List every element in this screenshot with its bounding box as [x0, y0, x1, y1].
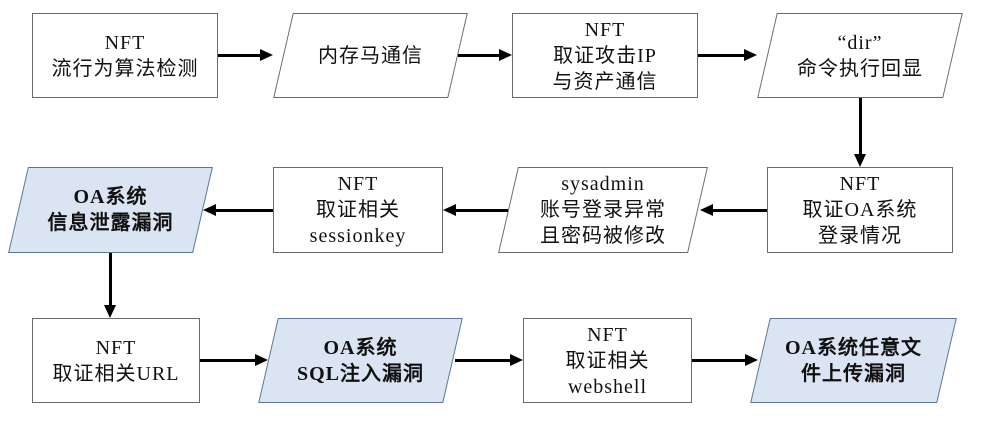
node-line: NFT	[104, 31, 146, 54]
node-line: 取证相关	[316, 199, 400, 221]
node-line: 信息泄露漏洞	[47, 212, 174, 234]
node-label: “dir” 命令执行回显	[757, 13, 963, 98]
node-line: 取证OA系统	[802, 199, 918, 221]
node-label: NFT 取证攻击IP 与资产通信	[513, 14, 697, 97]
node-sysadmin-anomaly: sysadmin 账号登录异常 且密码被修改	[498, 167, 708, 253]
node-line: sessionkey	[309, 225, 407, 247]
node-line: 命令执行回显	[797, 57, 923, 80]
node-memory-shell-communication: 内存马通信	[273, 13, 468, 98]
node-line: 取证相关	[565, 349, 650, 372]
node-line: 内存马通信	[318, 44, 423, 67]
node-line: 件上传漏洞	[801, 362, 906, 385]
node-line: webshell	[567, 375, 648, 398]
node-line: 与资产通信	[552, 70, 658, 93]
node-label: NFT 取证相关 webshell	[524, 319, 691, 402]
node-dir-command-echo: “dir” 命令执行回显	[757, 13, 963, 98]
node-label: 内存马通信	[273, 13, 468, 98]
node-line: OA系统任意文	[785, 336, 922, 359]
node-oa-file-upload: OA系统任意文 件上传漏洞	[750, 318, 957, 403]
node-line: 取证相关URL	[52, 362, 180, 385]
node-label: NFT 取证相关URL	[33, 319, 199, 402]
node-label: NFT 流行为算法检测	[33, 14, 217, 97]
node-line: NFT	[337, 173, 379, 195]
node-label: OA系统 信息泄露漏洞	[8, 167, 213, 253]
node-line: NFT	[95, 336, 137, 359]
node-oa-sql-injection: OA系统 SQL注入漏洞	[258, 318, 463, 403]
node-label: NFT 取证OA系统 登录情况	[768, 168, 952, 252]
node-line: sysadmin	[561, 173, 645, 195]
node-line: NFT	[839, 173, 881, 195]
node-line: NFT	[584, 18, 626, 41]
node-label: sysadmin 账号登录异常 且密码被修改	[498, 167, 708, 253]
node-nft-sessionkey: NFT 取证相关 sessionkey	[273, 167, 443, 253]
node-line: NFT	[587, 323, 628, 346]
node-label: OA系统任意文 件上传漏洞	[750, 318, 957, 403]
node-line: OA系统	[73, 186, 148, 208]
node-nft-oa-login: NFT 取证OA系统 登录情况	[767, 167, 953, 253]
node-nft-webshell: NFT 取证相关 webshell	[523, 318, 692, 403]
node-label: NFT 取证相关 sessionkey	[274, 168, 442, 252]
node-line: “dir”	[837, 31, 883, 54]
node-line: 取证攻击IP	[553, 44, 657, 67]
node-line: SQL注入漏洞	[296, 362, 425, 385]
node-line: 账号登录异常	[540, 199, 666, 221]
node-nft-url: NFT 取证相关URL	[32, 318, 200, 403]
node-nft-behavior-detection: NFT 流行为算法检测	[32, 13, 218, 98]
node-line: OA系统	[323, 336, 398, 359]
node-line: 登录情况	[818, 225, 902, 247]
node-oa-info-leak: OA系统 信息泄露漏洞	[8, 167, 213, 253]
node-line: 且密码被修改	[540, 225, 666, 247]
node-line: 流行为算法检测	[51, 57, 199, 80]
node-nft-attack-ip: NFT 取证攻击IP 与资产通信	[512, 13, 698, 98]
node-label: OA系统 SQL注入漏洞	[258, 318, 463, 403]
